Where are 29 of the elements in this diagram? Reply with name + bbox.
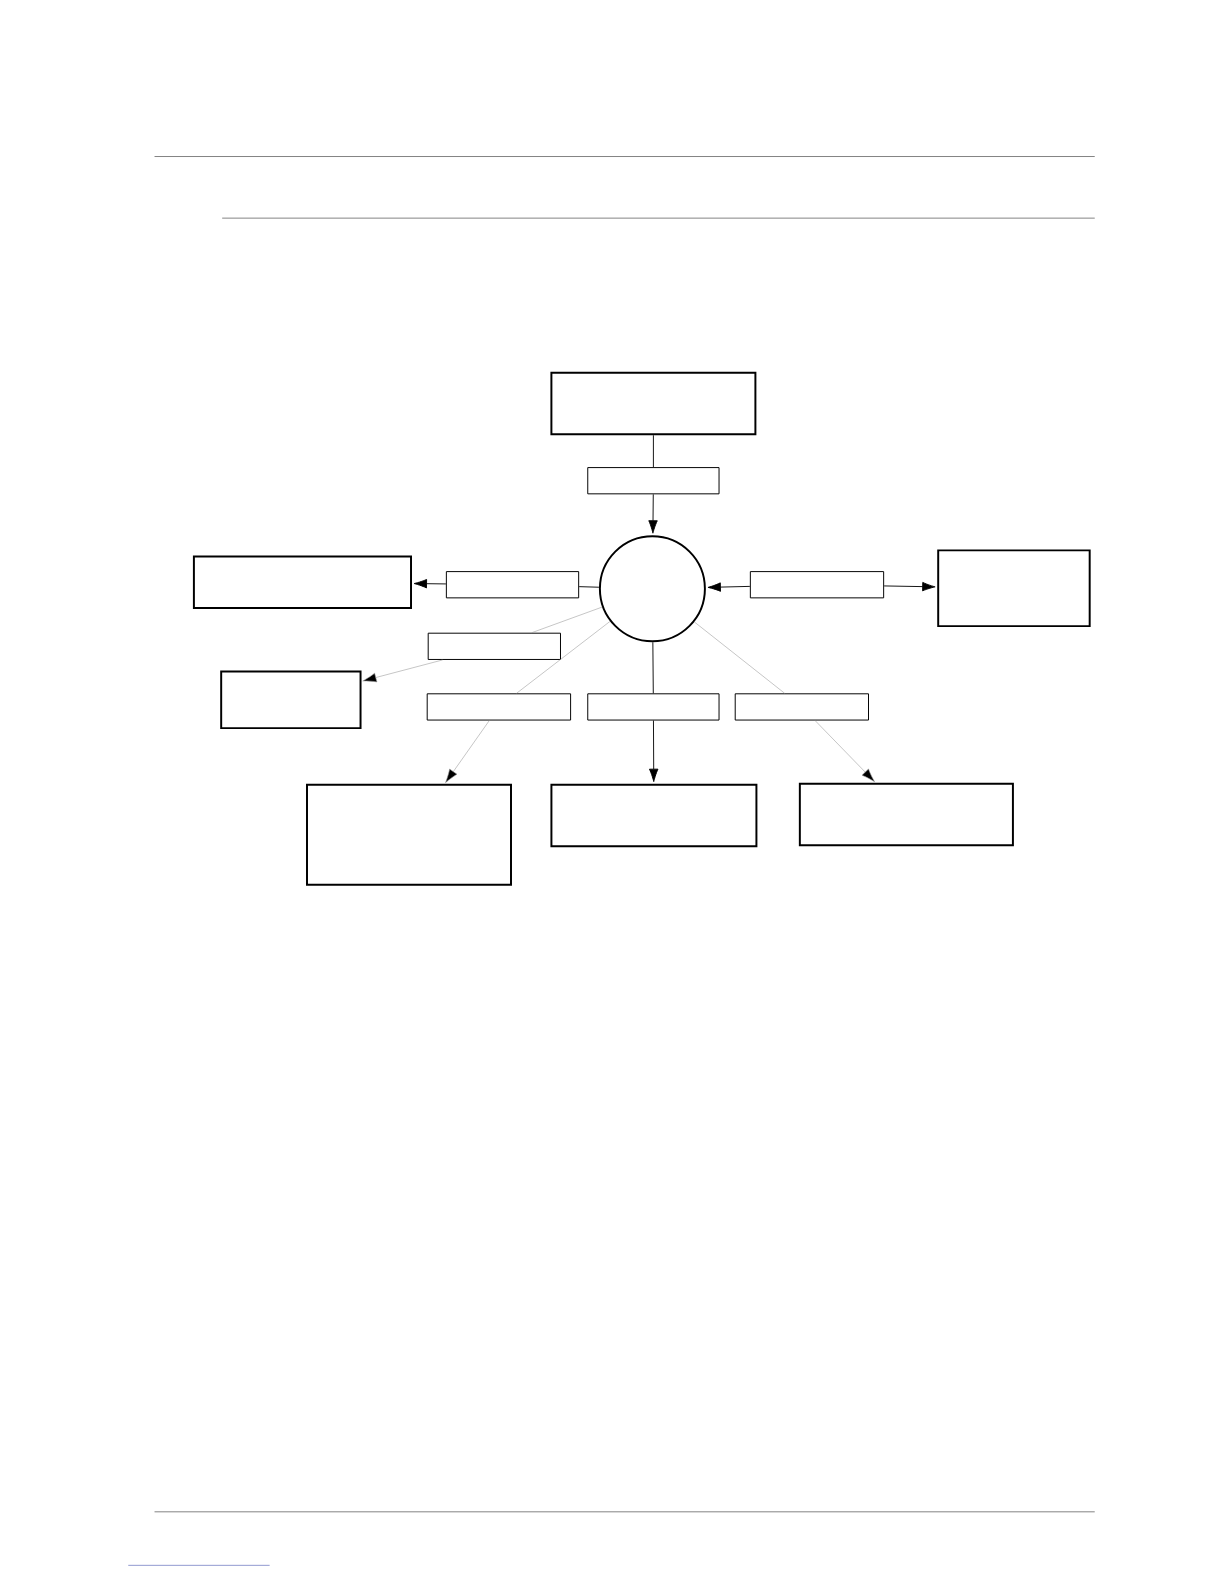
connector-line: [694, 621, 785, 694]
arrow: [814, 720, 875, 783]
label-box: [587, 467, 720, 495]
label-box: [587, 693, 720, 721]
connector-line: [652, 434, 654, 468]
process-box: [192, 555, 412, 609]
process-box: [550, 783, 758, 848]
arrow: [413, 579, 447, 589]
arrow: [707, 582, 751, 592]
label-box: [445, 571, 580, 599]
connector-line: [531, 606, 603, 633]
label-box: [426, 693, 572, 721]
label-box: [749, 571, 885, 599]
arrow: [649, 720, 659, 783]
connector-line: [578, 586, 600, 588]
arrow: [445, 720, 490, 783]
connector-line: [516, 621, 611, 694]
process-box: [550, 371, 757, 436]
process-box: [798, 782, 1014, 847]
process-box: [937, 549, 1091, 628]
process-circle: [598, 535, 706, 643]
arrow: [648, 493, 658, 534]
connector-line: [652, 641, 654, 694]
arrow: [883, 581, 936, 592]
process-box: [306, 783, 512, 886]
process-box: [220, 670, 362, 730]
label-box: [734, 693, 869, 721]
arrow: [362, 659, 443, 683]
label-box: [427, 632, 561, 660]
